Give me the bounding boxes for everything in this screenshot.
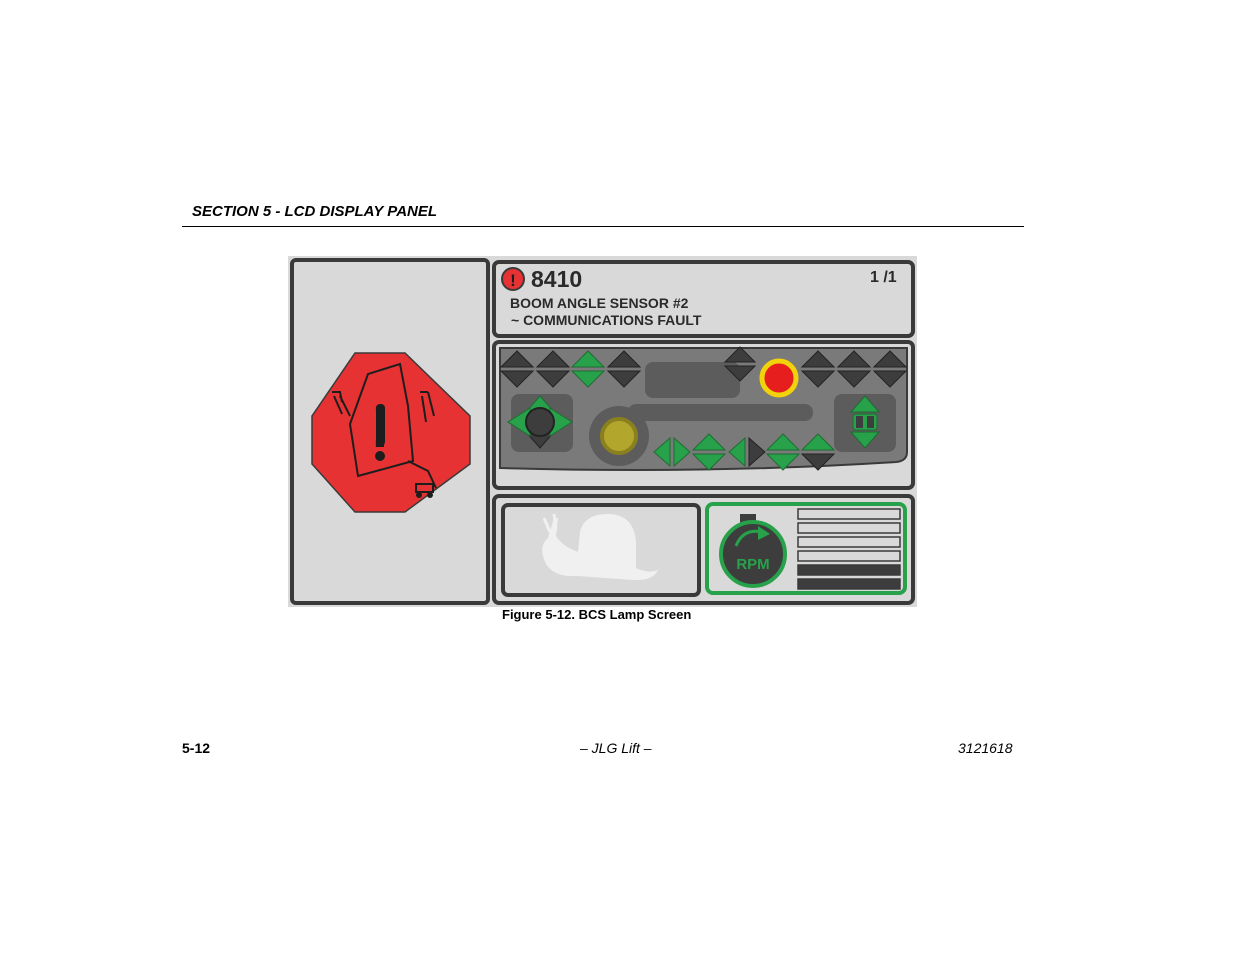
page-indicator: 1 /1: [870, 269, 897, 286]
fault-description-line2: ~ COMMUNICATIONS FAULT: [511, 312, 702, 328]
fault-alert-mark: !: [510, 271, 516, 290]
jib-lift-arrow-icon: [691, 433, 727, 471]
function-arrow-5-icon: [723, 346, 757, 382]
function-arrow-1-icon: [499, 350, 535, 388]
function-arrow-7-icon: [836, 350, 872, 388]
fault-code: 8410: [531, 266, 582, 292]
telescope-arrow-icon: [800, 433, 836, 471]
rpm-label: RPM: [736, 556, 769, 573]
function-arrow-6-icon: [800, 350, 836, 388]
rpm-gauge-icon: [719, 514, 787, 588]
function-arrow-2-icon: [535, 350, 571, 388]
fault-description-line1: BOOM ANGLE SENSOR #2: [510, 295, 689, 311]
fault-message-panel: [492, 260, 915, 338]
platform-rotate-arrow-icon: [728, 436, 766, 468]
stop-warning-icon: [311, 352, 471, 513]
console-slider-track: [628, 404, 813, 421]
figure-caption: Figure 5-12. BCS Lamp Screen: [502, 607, 692, 622]
page-number: 5-12: [182, 740, 211, 756]
snail-creep-icon: [542, 513, 658, 581]
footer-center-text: – JLG Lift –: [580, 740, 652, 756]
stop-exclamation-mark: !: [370, 395, 389, 460]
jib-swing-arrow-icon: [653, 436, 691, 468]
alarm-lamp-icon: [759, 358, 799, 398]
console-display-window: [645, 362, 740, 398]
steer-joystick-icon: [849, 395, 881, 449]
bcs-lamp-screen-figure: ! ! 8410 1 /1 BOOM ANGLE SENSOR #2 ~ COM…: [288, 256, 917, 607]
header-rule: [182, 226, 1024, 227]
drive-joystick-icon: [507, 395, 573, 449]
document-number: 3121618: [958, 740, 1013, 756]
section-title: SECTION 5 - LCD DISPLAY PANEL: [192, 203, 438, 220]
function-arrow-8-icon: [872, 350, 908, 388]
platform-level-arrow-icon: [765, 433, 801, 471]
rotate-dial-icon: [600, 417, 638, 455]
fault-alert-icon: [501, 267, 525, 291]
function-arrow-3-icon: [570, 350, 606, 388]
rpm-level-bars: [797, 508, 901, 590]
function-arrow-4-icon: [606, 350, 642, 388]
